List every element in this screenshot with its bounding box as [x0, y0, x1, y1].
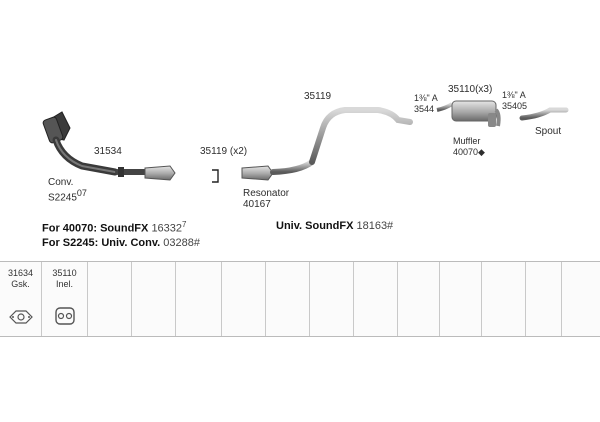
converter-code: S2245	[48, 192, 77, 204]
accessory-parts-strip: 31634 Gsk. 35110 Inel.	[0, 261, 600, 337]
note-soundfx: For 40070: SoundFX 163327	[42, 220, 186, 235]
muffler-part	[436, 100, 501, 127]
converter-name: Conv.	[48, 177, 74, 188]
note-univ-conv-code: 03288#	[163, 237, 200, 249]
note-univ-conv: For S2245: Univ. Conv. 03288#	[42, 237, 200, 249]
muffler-code: 40070	[453, 147, 479, 157]
hanger-left-label: 1⅜" A 3544	[414, 93, 438, 115]
spout-part	[519, 107, 569, 121]
muffler-clamp-code: 35110	[448, 84, 476, 95]
converter-sup: 07	[76, 188, 87, 198]
gasket-code: 31634	[7, 268, 34, 278]
clamp-bracket	[212, 169, 219, 183]
strip-cell-empty	[440, 262, 482, 336]
converter-label: Conv. S224507	[48, 177, 87, 203]
gasket-icon	[9, 310, 33, 324]
gasket-name: Gsk.	[11, 279, 30, 289]
hanger-right-label: 1⅜" A 35405	[502, 90, 527, 112]
muffler-name: Muffler	[453, 136, 481, 146]
note-univ-soundfx: Univ. SoundFX 18163#	[276, 220, 393, 232]
exhaust-diagram-svg	[42, 100, 569, 183]
strip-cell-insulator: 35110 Inel.	[42, 262, 88, 336]
note-univ-soundfx-product: Univ. SoundFX	[276, 220, 354, 232]
hanger-left-size: 1⅜" A	[414, 93, 438, 103]
strip-cell-empty	[132, 262, 176, 336]
front-pipe-part	[115, 159, 315, 181]
strip-cell-empty	[562, 262, 600, 336]
strip-cell-empty	[526, 262, 562, 336]
mid-pipe-label: 35119 (x2)	[200, 146, 247, 157]
note-univ-soundfx-code: 18163#	[356, 220, 394, 232]
mid-pipe-qty: (x2)	[229, 146, 248, 157]
insulator-name: Inel.	[55, 279, 73, 289]
strip-cell-gasket: 31634 Gsk.	[0, 262, 42, 336]
resonator-code: 40167	[243, 199, 271, 210]
resonator-label: Resonator 40167	[243, 188, 289, 210]
rear-pipe-part	[309, 107, 413, 165]
resonator-name: Resonator	[243, 188, 290, 199]
spout-name: Spout	[535, 126, 562, 137]
muffler-clamp-qty: (x3)	[475, 84, 493, 95]
note-soundfx-product: SoundFX	[100, 222, 149, 235]
hanger-right-code: 35405	[502, 101, 528, 111]
insulator-code: 35110	[52, 268, 77, 278]
strip-cell-empty	[482, 262, 526, 336]
muffler-clamp-label: 35110(x3)	[448, 84, 492, 95]
note-univ-conv-prefix: For S2245:	[42, 237, 99, 249]
strip-cell-empty	[398, 262, 440, 336]
strip-cell-empty	[354, 262, 398, 336]
note-soundfx-sup: 7	[182, 220, 187, 229]
mid-pipe-code: 35119	[200, 146, 228, 157]
note-soundfx-prefix: For 40070:	[42, 222, 98, 235]
strip-cell-empty	[222, 262, 266, 336]
strip-cell-empty	[266, 262, 310, 336]
rear-pipe-code: 35119	[304, 91, 332, 102]
hanger-right-size: 1⅜" A	[502, 90, 526, 100]
flange-gasket-code: 31534	[94, 146, 122, 157]
insulator-icon	[55, 307, 75, 325]
converter-part	[42, 111, 119, 176]
strip-cell-empty	[88, 262, 132, 336]
exhaust-diagram: Conv. S224507 31534 35119 (x2) Resonator…	[42, 84, 569, 249]
diamond-icon: ◆	[478, 147, 485, 157]
muffler-label: Muffler 40070◆	[453, 136, 485, 158]
strip-cell-empty	[310, 262, 354, 336]
note-soundfx-code: 16332	[151, 222, 183, 235]
hanger-left-code: 3544	[414, 104, 435, 114]
strip-cell-empty	[176, 262, 222, 336]
note-univ-conv-product: Univ. Conv.	[101, 237, 161, 249]
